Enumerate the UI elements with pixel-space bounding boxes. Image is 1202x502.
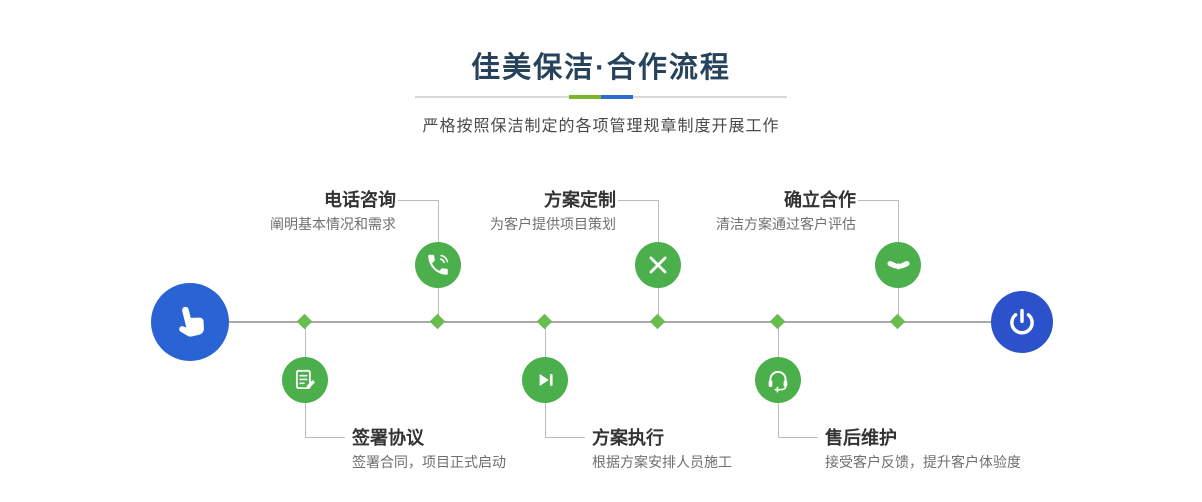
timeline-diamond [769,313,786,330]
power-icon [1006,306,1038,338]
divider-green-segment [569,95,601,99]
step-execute: 方案执行 根据方案安排人员施工 [592,428,872,470]
timeline-end-node [991,291,1053,353]
page-subtitle: 严格按照保洁制定的各项管理规章制度开展工作 [422,118,780,135]
timeline-diamond [429,313,446,330]
step-title: 方案执行 [592,428,664,448]
step-phone: 电话咨询 阐明基本情况和需求 [166,190,396,232]
step-cooperate: 确立合作 清洁方案通过客户评估 [626,190,856,232]
step-desc: 接受客户反馈，提升客户体验度 [825,454,1021,470]
timeline-diamond [536,313,553,330]
step-desc: 签署合同，项目正式启动 [352,454,506,470]
play-step-icon [532,367,558,393]
step-desc: 阐明基本情况和需求 [270,216,396,232]
page-title: 佳美保洁·合作流程 [471,52,731,84]
title-divider [415,95,787,99]
step-desc: 为客户提供项目策划 [490,216,616,232]
step-node-plan [635,242,681,288]
connector-line [618,200,658,201]
handshake-icon [885,252,912,279]
connector-line [778,437,818,438]
step-title: 电话咨询 [324,190,396,210]
step-title: 售后维护 [825,428,897,448]
step-contract: 签署协议 签署合同，项目正式启动 [352,428,632,470]
timeline-diamond [649,313,666,330]
connector-line [545,437,585,438]
step-title: 签署协议 [352,428,424,448]
phone-icon [425,252,451,278]
timeline-start-node [151,283,229,361]
contract-icon [292,367,318,393]
title-divider-accent [569,95,633,99]
step-title: 方案定制 [544,190,616,210]
headset-plus-icon [765,367,791,393]
connector-line [305,437,345,438]
connector-line [398,200,438,201]
step-node-contract [282,357,328,403]
step-title: 确立合作 [784,190,856,210]
divider-blue-segment [601,95,633,99]
step-node-aftersale [755,357,801,403]
hand-pointer-icon [169,301,211,343]
timeline-diamond [296,313,313,330]
step-desc: 根据方案安排人员施工 [592,454,732,470]
timeline-line [190,321,1022,323]
connector-line [858,200,898,201]
step-plan: 方案定制 为客户提供项目策划 [386,190,616,232]
pen-ruler-icon [645,252,671,278]
step-desc: 清洁方案通过客户评估 [716,216,856,232]
step-node-execute [522,357,568,403]
step-node-phone [415,242,461,288]
step-aftersale: 售后维护 接受客户反馈，提升客户体验度 [825,428,1105,470]
step-node-cooperate [875,242,921,288]
timeline-diamond [889,313,906,330]
